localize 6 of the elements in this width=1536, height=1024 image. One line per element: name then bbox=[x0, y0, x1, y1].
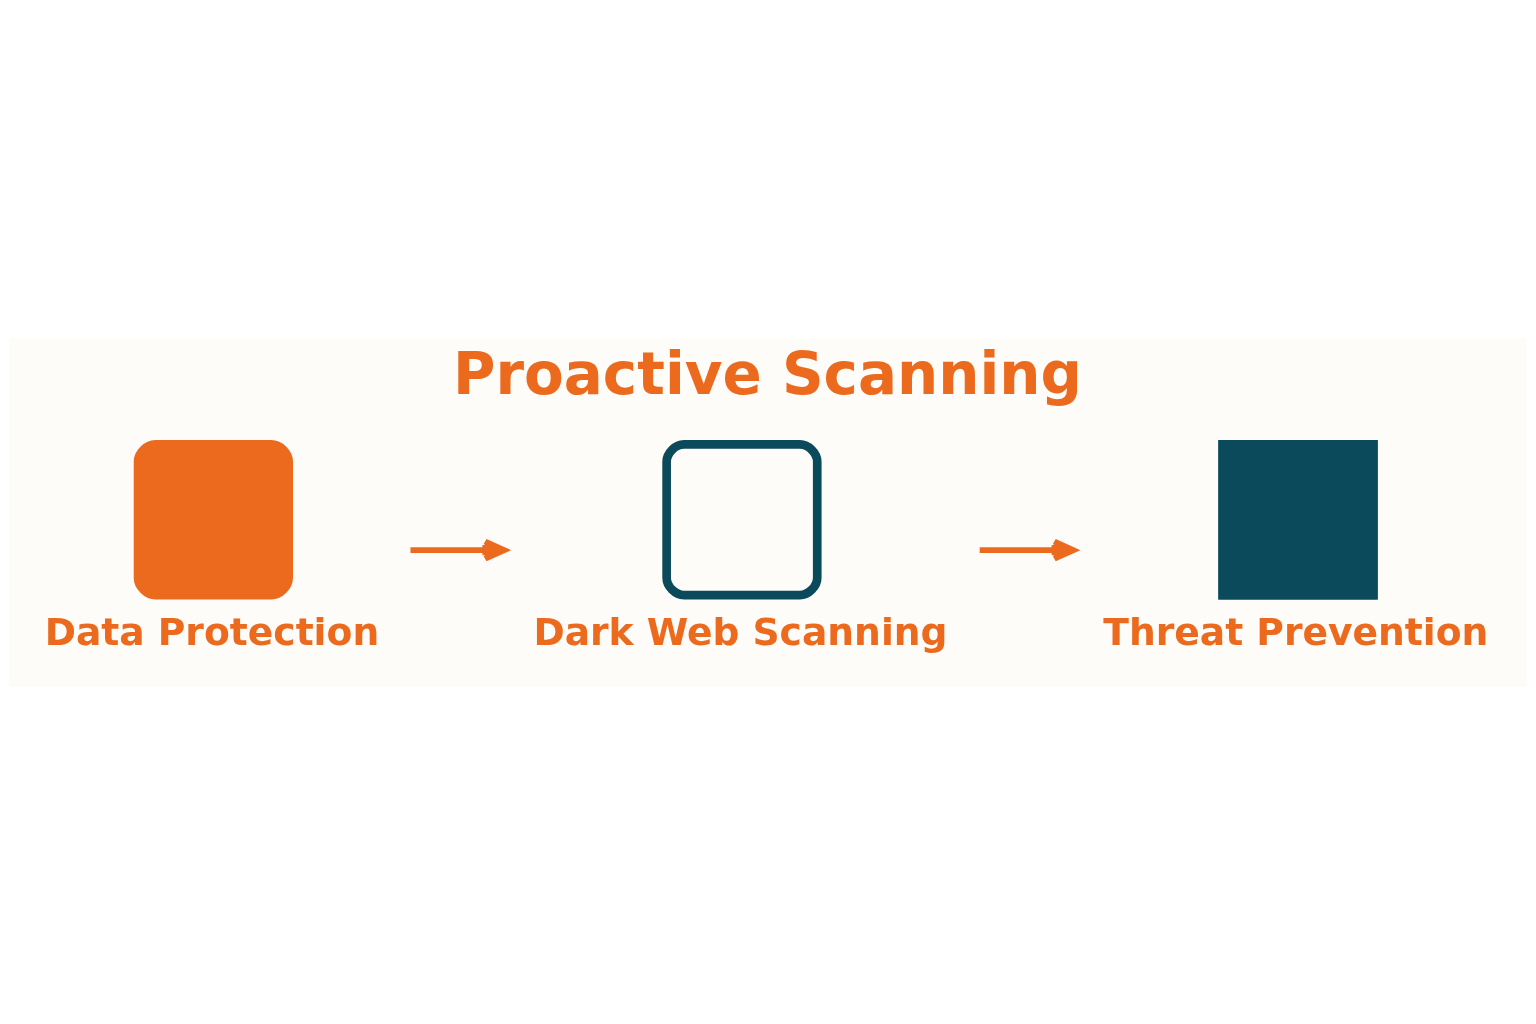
diagram-title: Proactive Scanning bbox=[453, 339, 1082, 408]
node-box bbox=[662, 439, 822, 599]
node-label: Data Protection bbox=[44, 609, 380, 654]
node-label: Threat Prevention bbox=[1103, 609, 1489, 654]
node-label: Dark Web Scanning bbox=[533, 609, 948, 654]
node-box bbox=[133, 439, 293, 599]
